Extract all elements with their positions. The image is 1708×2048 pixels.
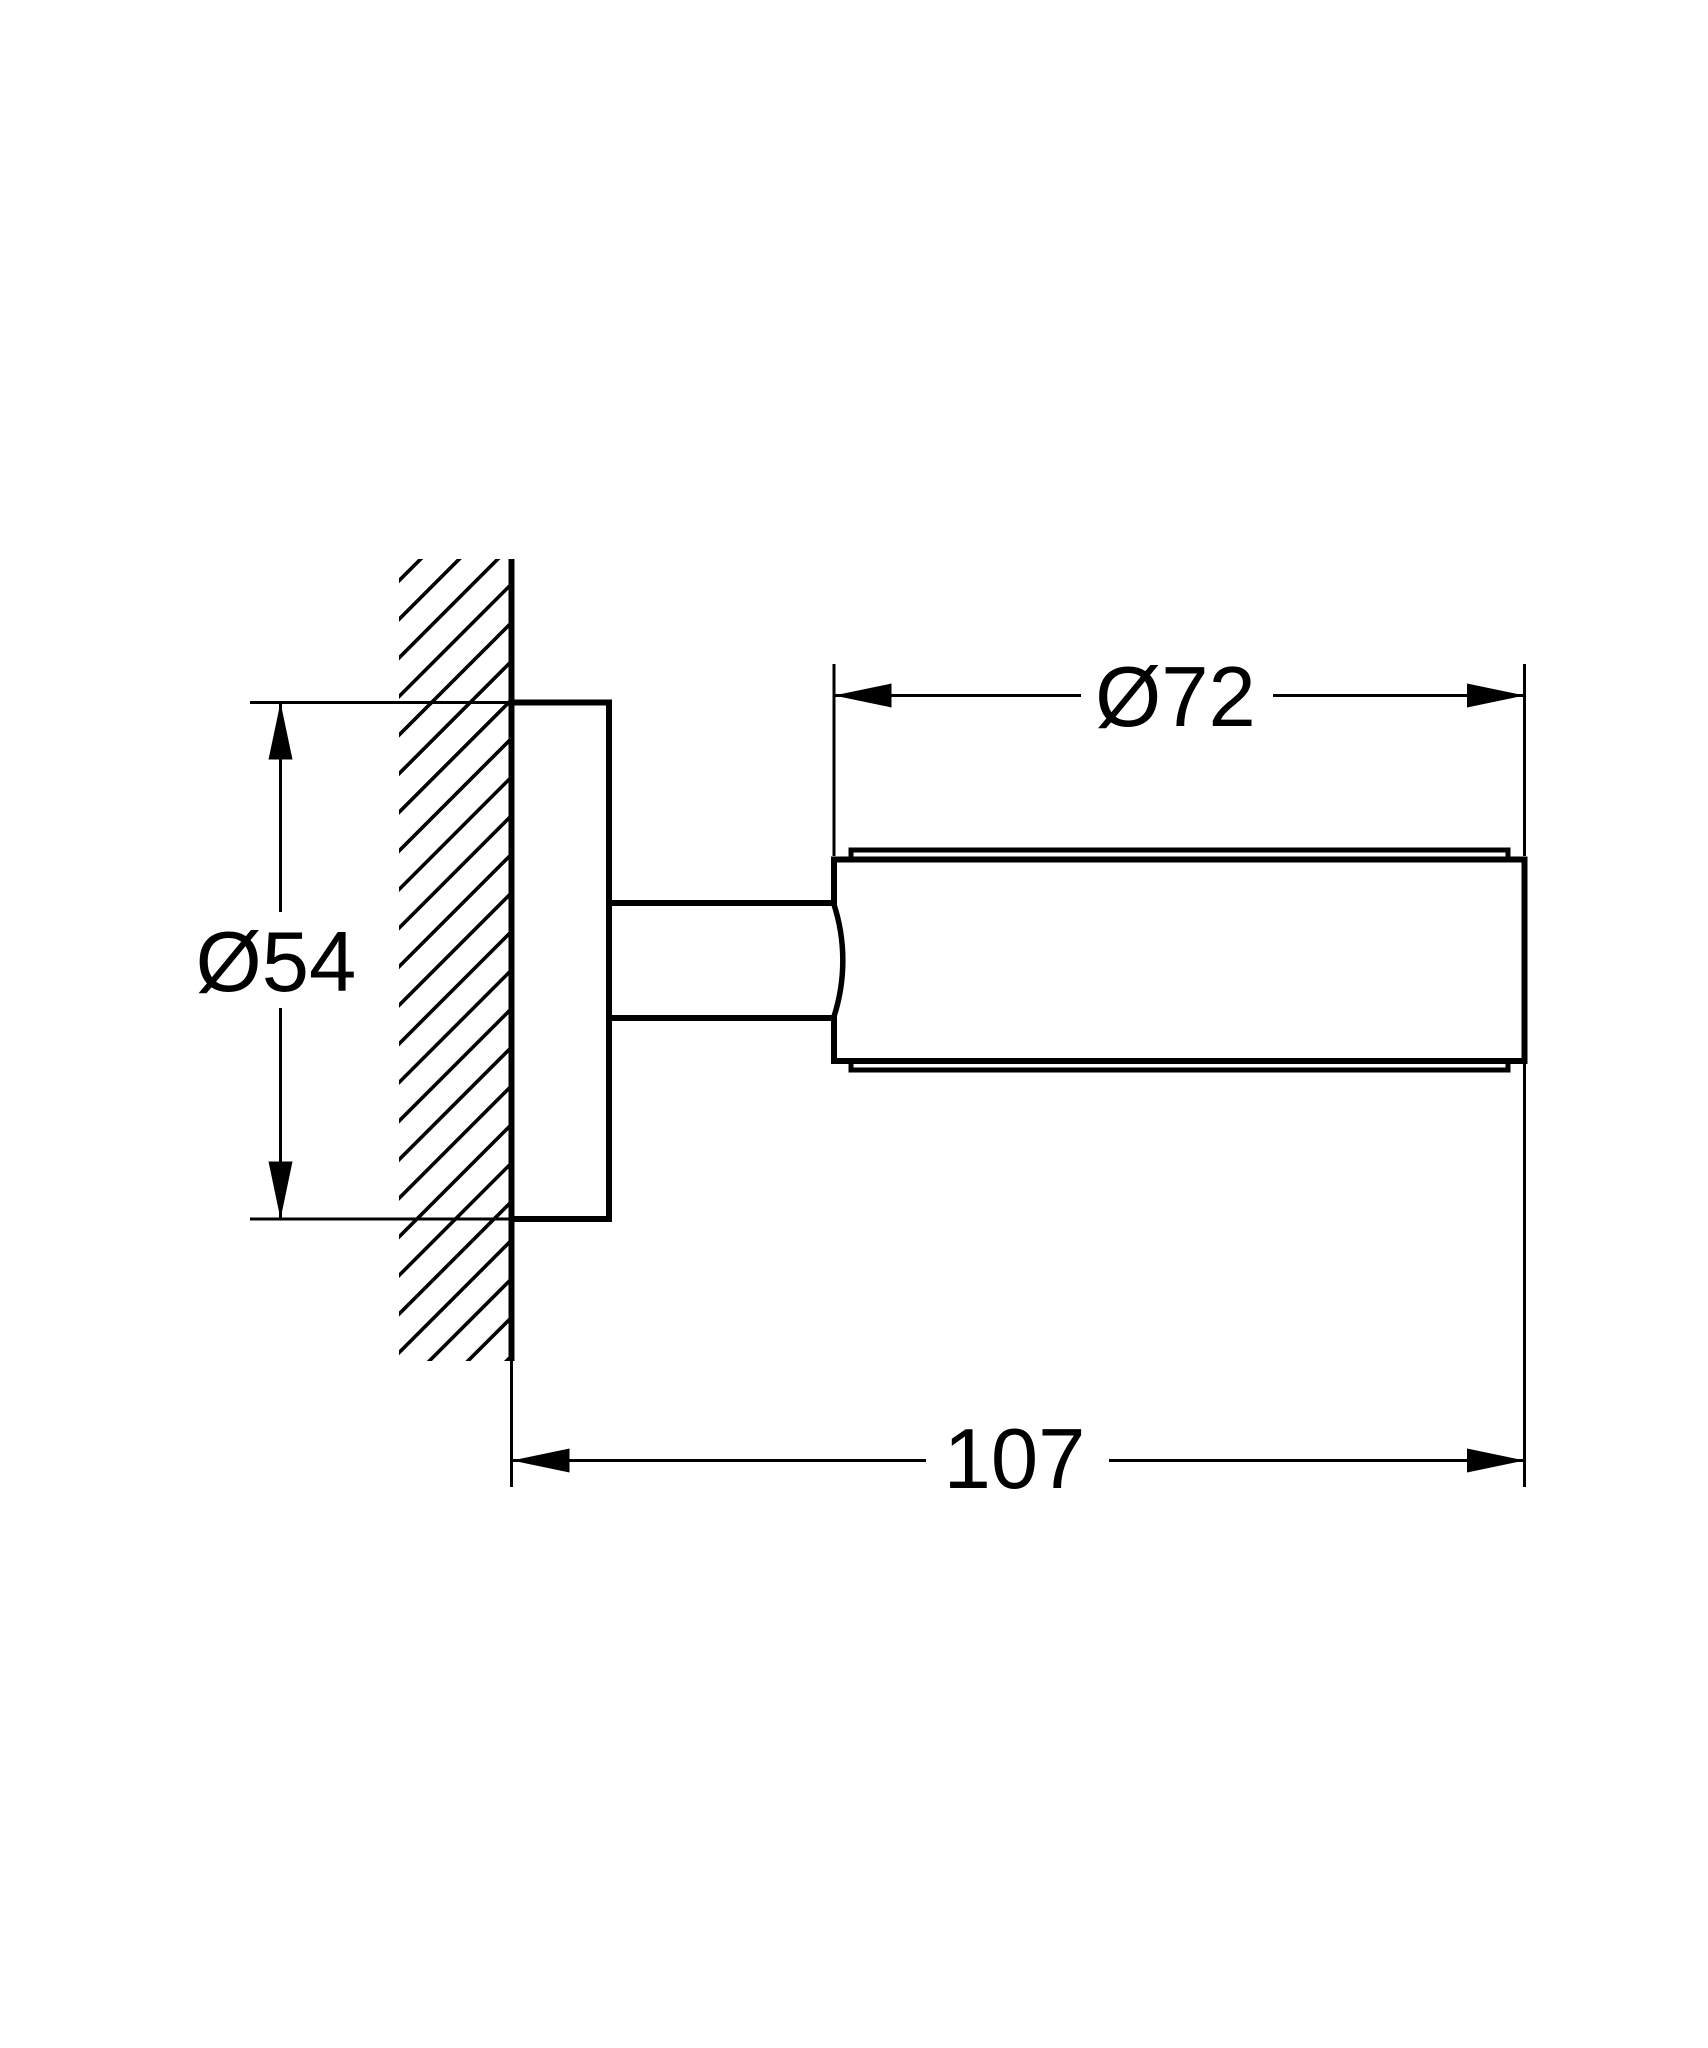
svg-text:Ø72: Ø72 xyxy=(1095,650,1256,745)
svg-text:107: 107 xyxy=(944,1412,1086,1507)
svg-text:Ø54: Ø54 xyxy=(196,915,357,1010)
